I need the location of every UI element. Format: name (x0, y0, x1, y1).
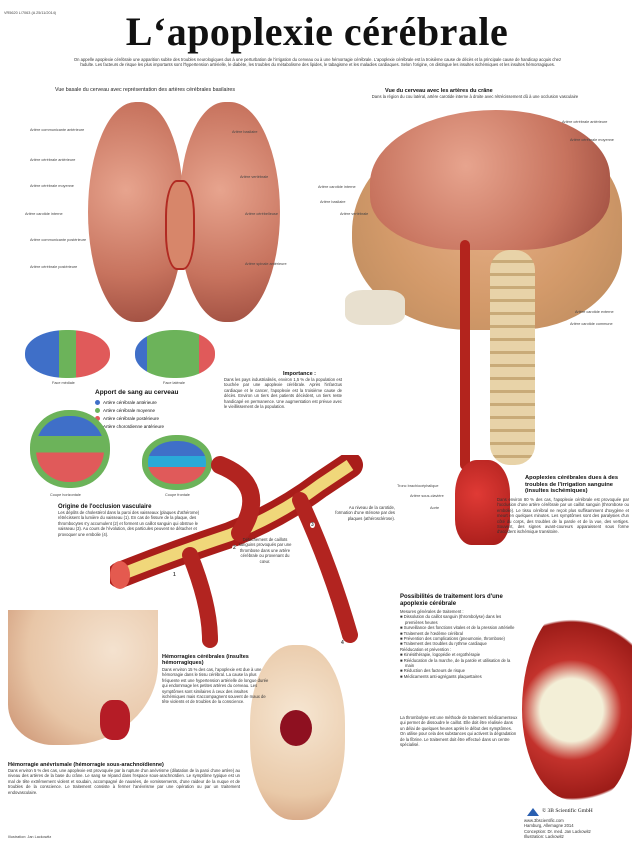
frontal-section (142, 435, 212, 490)
subarachnoid-bleed (100, 700, 130, 740)
step-number: 2 (232, 545, 237, 551)
importance-text: Dans les pays industrialisés, environ 1,… (224, 377, 342, 410)
treatment-item: ■ Surveillance des fonctions vitales et … (400, 625, 515, 631)
legend-label: Artère cérébrale moyenne (103, 407, 156, 413)
basal-label: Artère communicante postérieure (30, 238, 87, 242)
occlusion-side-text: Détachement de caillots sanguins provoqu… (238, 537, 292, 564)
frontal-caption: Coupe frontale (165, 493, 190, 497)
brain-lateral-supply (135, 330, 215, 378)
basal-label: Artère cérébrale moyenne (30, 184, 74, 188)
skull-label: Artère cérébrale antérieure (562, 120, 608, 124)
legend-dot-icon (95, 407, 100, 413)
carotid-artery (460, 240, 470, 470)
footer-credit: Illustration: Jan Lackowitz (8, 835, 52, 839)
blood-supply-heading: Apport de sang au cerveau (95, 389, 179, 396)
product-code: VR5620 L/7063 (A 25/11/2014) (4, 11, 57, 15)
skull-label: Artère carotide commune (570, 322, 613, 326)
coronal-brain-section (8, 610, 158, 745)
publisher-line: www.3bscientific.com (524, 818, 564, 823)
treatment-item: ■ Traitement des troubles du rythme card… (400, 641, 487, 647)
legend-label: Artère cérébrale postérieure (103, 415, 160, 421)
legend-label: Artère choroïdienne antérieure (103, 423, 165, 429)
publisher-name: © 3B Scientific GmbH (542, 808, 593, 814)
basal-label: Artère carotide interne (25, 212, 63, 216)
legend-label: Artère cérébrale antérieure (103, 399, 157, 405)
skull-view-subtitle: Dans la région du cou latéral, artère ca… (371, 94, 579, 99)
basal-label: Artère communicante antérieure (30, 128, 85, 132)
treatment-list: Mesures générales de traitement : ■ Diss… (400, 609, 518, 679)
occlusion-text: Les dépôts de cholestérol dans la paroi … (58, 510, 200, 537)
aneurysm-text: Dans environ 5 % des cas, une apoplexie … (8, 768, 240, 795)
medial-caption: Face médiale (52, 381, 75, 385)
skull-label: Tronc brachiocéphalique (397, 484, 439, 488)
treatment-heading: Possibilités de traitement lors d'une ap… (400, 594, 503, 607)
brainstem-arteries (165, 180, 195, 270)
horizontal-caption: Coupe horizontale (50, 493, 81, 497)
clot-vessel-illustration (522, 600, 632, 800)
hemorrhage-text: Dans environ 15 % des cas, l'apoplexie e… (162, 667, 269, 705)
ischemic-text: Dans environ 80 % des cas, l'apoplexie c… (497, 497, 629, 535)
rehab-item: ■ Kinésithérapie, logopédie et ergothéra… (400, 652, 481, 658)
skull-label: Artère vertébrale (340, 212, 369, 216)
hemorrhage-heading: Hémorragies cérébrales (insultes hémorra… (162, 654, 249, 667)
ischemic-heading: Apoplexies cérébrales dues à des trouble… (525, 475, 619, 494)
horizontal-section (30, 410, 110, 488)
artery-side-text: Au niveau de la carotide, formation d'un… (335, 505, 395, 521)
legend-dot-icon (95, 399, 100, 405)
skull-label: Artère cérébrale moyenne (570, 138, 614, 142)
intro-text: On appelle apoplexie cérébrale une appar… (73, 57, 562, 68)
jaw-teeth (345, 290, 405, 325)
treatment-item: ■ Prévention des complications (pneumoni… (400, 636, 505, 642)
cervical-spine (490, 250, 535, 465)
lateral-caption: Face latérale (163, 381, 185, 385)
thrombolysis-text: La thrombolyse est une méthode de traite… (400, 715, 518, 748)
brain-medial-supply (25, 330, 110, 378)
skull-label: Artère sous-clavière (410, 494, 444, 498)
step-number: 1 (172, 572, 177, 578)
legend-item: Artère cérébrale antérieure (95, 398, 164, 406)
basal-label: Artère vertébrale (240, 175, 269, 179)
basal-label: Artère spinale antérieure (245, 262, 287, 266)
publisher-line: Illustration: Lackowitz (524, 834, 564, 840)
basal-label: Artère cérébrale antérieure (30, 158, 76, 162)
basal-brain-right-hemisphere (180, 102, 280, 322)
importance-heading: Importance : (283, 371, 317, 377)
occlusion-heading: Origine de l'occlusion vasculaire (58, 504, 152, 510)
page-title: L‘apoplexie cérébrale (125, 9, 509, 54)
intracerebral-bleed (280, 710, 312, 746)
artery-illustration (110, 455, 363, 648)
treatment-item: ■ Dissolution du caillot sanguin (thromb… (400, 614, 502, 625)
skull-label: Aorte (430, 506, 440, 510)
basal-label: Artère cérébrale postérieure (30, 265, 78, 269)
aneurysm-heading: Hémorragie anévrismale (hémorragie sous-… (8, 762, 164, 768)
legend-item: Artère cérébrale moyenne (95, 406, 164, 414)
rehab-item: ■ Rééducation de la marche, de la parole… (400, 657, 511, 669)
step-number: 3 (310, 522, 315, 528)
skull-label: Artère basilaire (320, 200, 346, 204)
treatment-subheading: Mesures générales de traitement : (400, 609, 464, 614)
step-number: 4 (340, 640, 345, 646)
legend-dot-icon (95, 415, 100, 421)
legend-item: Artère cérébrale postérieure (95, 414, 164, 422)
brain-lateral-illustration (370, 110, 610, 250)
skull-label: Artère carotide externe (575, 310, 614, 314)
aorta-illustration (455, 460, 510, 545)
rehab-item: ■ Réduction des facteurs de risque (400, 668, 465, 674)
skull-label: Artère carotide interne (318, 185, 356, 189)
basal-view-heading: Vue basale du cerveau avec représentatio… (55, 87, 236, 93)
basal-label: Artère basilaire (232, 130, 258, 134)
basal-label: Artère cérébelleuse (245, 212, 278, 216)
rehab-item: ■ Médicaments anti-agrégants plaquettair… (400, 673, 482, 679)
treatment-item: ■ Traitement de l'œdème cérébral (400, 630, 463, 636)
publisher-line: Hamburg, Allemagne 2014 (524, 823, 574, 829)
rehab-subheading: Rééducation et prévention : (400, 646, 452, 652)
publisher-logo-icon (527, 808, 539, 816)
publisher-line: Conception: Dr. med. Jan Lackowitz (524, 828, 591, 834)
skull-view-heading: Vue du cerveau avec les artères du crâne (385, 88, 493, 94)
